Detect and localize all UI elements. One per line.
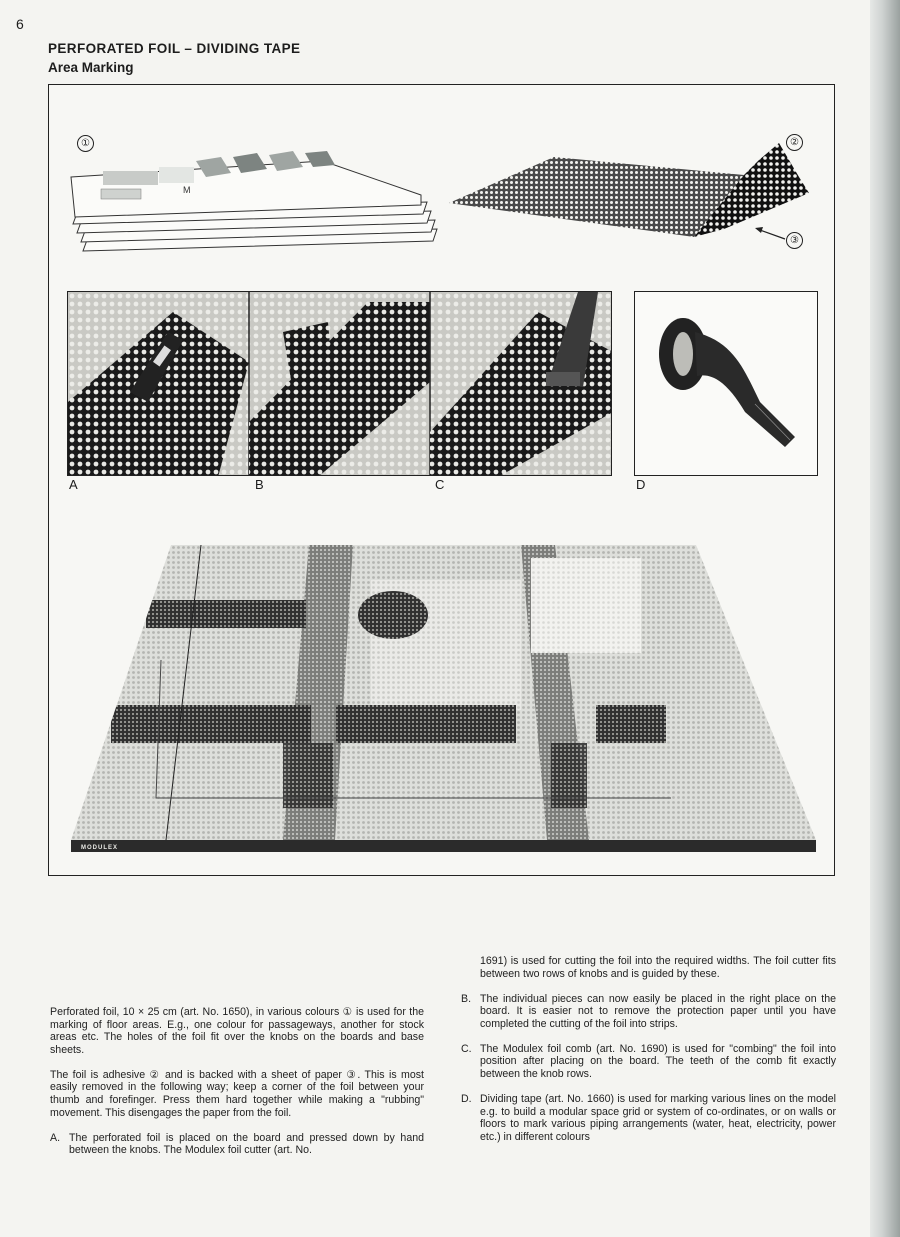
step-c-letter: C. <box>461 1042 472 1055</box>
page-title: PERFORATED FOIL – DIVIDING TAPE <box>48 41 301 56</box>
callout-3: ③ <box>786 232 803 249</box>
step-label-d: D <box>636 477 646 492</box>
step-label-b: B <box>255 477 264 492</box>
step-c-text: The Modulex foil comb (art. No. 1690) is… <box>480 1042 836 1080</box>
step-b-item: B. The individual pieces can now easily … <box>461 993 836 1031</box>
text-column-right: 1691) is used for cutting the foil into … <box>461 955 836 1156</box>
step-label-c: C <box>435 477 445 492</box>
step-b-letter: B. <box>461 992 472 1005</box>
step-d-item: D. Dividing tape (art. No. 1660) is used… <box>461 1093 836 1143</box>
board-photo: MODULEX <box>71 540 816 860</box>
page-number: 6 <box>16 16 24 32</box>
board-brand-label: MODULEX <box>81 845 118 851</box>
page-edge-shadow <box>870 0 900 1237</box>
step-d-letter: D. <box>461 1092 472 1105</box>
callout-1: ① <box>77 135 94 152</box>
intro-paragraph-1: Perforated foil, 10 × 25 cm (art. No. 16… <box>50 1006 424 1056</box>
step-a-letter: A. <box>50 1131 61 1144</box>
foil-sheet-illustration <box>444 125 824 255</box>
step-a-item: A. The perforated foil is placed on the … <box>50 1132 424 1157</box>
step-a-text: The perforated foil is placed on the boa… <box>69 1131 424 1157</box>
figure-frame: M ① ② ③ <box>48 84 835 876</box>
step-d-text: Dividing tape (art. No. 1660) is used fo… <box>480 1092 836 1143</box>
step-c-item: C. The Modulex foil comb (art. No. 1690)… <box>461 1043 836 1081</box>
photo-step-d-tape-roll <box>634 291 818 476</box>
photo-steps-abc <box>67 291 612 476</box>
step-b-text: The individual pieces can now easily be … <box>480 992 836 1030</box>
step-label-a: A <box>69 477 78 492</box>
step-a-continued: 1691) is used for cutting the foil into … <box>480 955 836 980</box>
callout-2: ② <box>786 134 803 151</box>
page-subtitle: Area Marking <box>48 60 134 75</box>
foil-packets-illustration: M <box>61 145 446 255</box>
svg-text:M: M <box>183 185 191 195</box>
text-column-left: Perforated foil, 10 × 25 cm (art. No. 16… <box>50 1006 424 1169</box>
callout-3-arrow <box>755 227 786 240</box>
intro-paragraph-2: The foil is adhesive ② and is backed wit… <box>50 1068 424 1119</box>
